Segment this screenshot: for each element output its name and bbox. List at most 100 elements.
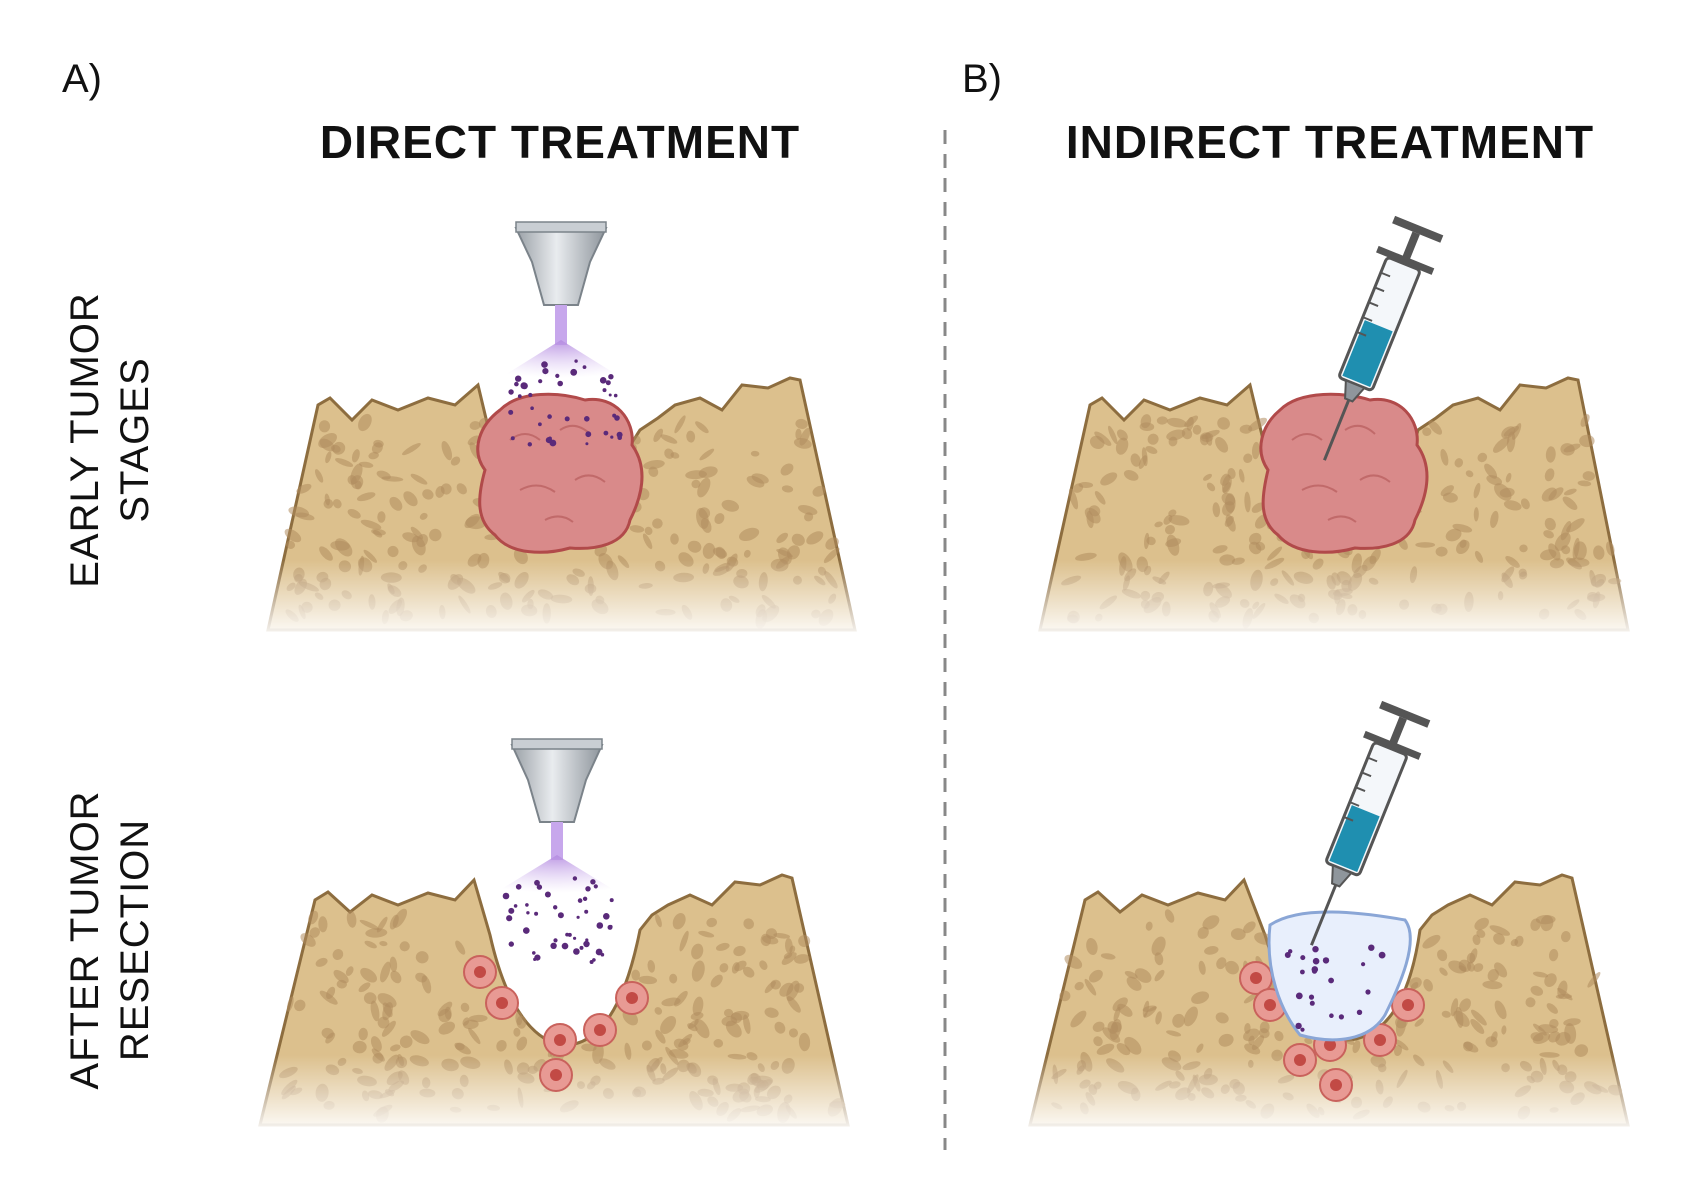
tumor-cell-nucleus <box>626 992 638 1004</box>
bone-pore <box>1472 934 1481 946</box>
bone-pore <box>1566 518 1585 533</box>
bone-pore <box>674 415 686 434</box>
bone-pore <box>1251 502 1265 513</box>
bone-pore <box>770 979 781 990</box>
particle <box>607 924 613 930</box>
particle <box>579 945 584 950</box>
particle <box>589 960 594 964</box>
bone-pore <box>373 439 384 448</box>
particle <box>577 898 583 903</box>
bone-pore <box>1535 914 1556 925</box>
bone-pore <box>679 930 689 952</box>
bone-pore <box>1142 1005 1157 1012</box>
bone-pore <box>1442 492 1458 503</box>
bone-pore <box>377 993 397 1008</box>
bone-pore <box>1064 954 1083 969</box>
syringe-needle <box>1323 399 1351 461</box>
bone-pore <box>323 498 334 509</box>
bone-pore <box>1274 1030 1284 1042</box>
bone-pore <box>1519 544 1528 553</box>
particle <box>557 380 563 387</box>
particle <box>584 416 590 422</box>
hydrogel <box>1267 910 1412 1042</box>
bone-pore <box>648 466 659 477</box>
bone-pore <box>1605 541 1615 556</box>
bone-pore <box>1168 436 1178 447</box>
bone-pore <box>699 448 715 461</box>
bone-pore <box>1455 1006 1464 1028</box>
bone-pore <box>1164 909 1175 923</box>
bone-pore <box>379 961 391 983</box>
bone-pore <box>286 996 294 1012</box>
bone-pore <box>1560 521 1572 541</box>
bone-pore <box>1437 949 1448 962</box>
bone-pore <box>1094 491 1106 505</box>
bone-pore <box>347 508 361 519</box>
bone-pore <box>1244 491 1251 513</box>
plasma-jet-device <box>495 738 619 893</box>
bone-pore <box>739 527 760 542</box>
bone-pore <box>360 967 377 983</box>
tumor-cell-nucleus <box>594 1024 606 1036</box>
bone-pore <box>1532 971 1549 978</box>
bone-pore <box>1454 458 1464 468</box>
particle <box>1328 977 1334 984</box>
plasma-plume <box>500 340 622 378</box>
particle <box>1300 969 1305 975</box>
particle <box>1311 966 1319 973</box>
bone-pore <box>1530 1032 1544 1042</box>
bone-pore <box>1533 1023 1547 1036</box>
bone-pore <box>1304 1037 1313 1045</box>
bone-pore <box>321 1027 334 1039</box>
particle <box>596 922 604 929</box>
bone-pore <box>358 982 371 993</box>
tumor-cell-nucleus <box>554 1034 566 1046</box>
bone-pore <box>438 1021 456 1035</box>
bone-pore <box>1482 980 1503 990</box>
bone-pore <box>1203 473 1212 481</box>
bone-pore <box>1117 1003 1133 1017</box>
particle <box>600 952 605 957</box>
bone-pore <box>673 1038 689 1051</box>
tumor-cell-nucleus <box>1330 1079 1342 1091</box>
bone-pore <box>1503 500 1522 511</box>
bone-pore <box>812 485 826 497</box>
bone-pore <box>794 954 810 964</box>
particle <box>534 879 540 886</box>
bone-pore <box>513 1027 521 1037</box>
particle <box>574 359 578 363</box>
bone-pore <box>429 528 442 542</box>
bone-fade <box>1030 560 1640 640</box>
bone-pore <box>1440 448 1449 466</box>
tumor-texture <box>509 424 606 523</box>
bone-pore <box>731 962 740 974</box>
plasma-nozzle <box>514 227 608 306</box>
bone-pore <box>710 974 723 988</box>
particle <box>608 393 612 397</box>
particle <box>544 891 551 898</box>
bone-pore <box>364 940 377 949</box>
syringe-fluid <box>1342 320 1393 387</box>
particle <box>605 380 611 386</box>
bone-pore <box>1563 1018 1581 1026</box>
bone-pore <box>1192 424 1202 435</box>
bone-pore <box>1450 998 1459 1017</box>
plasma-stream <box>555 305 567 345</box>
bone-pore <box>1216 957 1227 970</box>
particle <box>561 942 569 950</box>
bone-pore <box>376 470 391 480</box>
bone-pore <box>1540 549 1557 561</box>
bone-pore <box>422 489 434 500</box>
particle <box>1309 1000 1315 1006</box>
bone-pore <box>1220 473 1231 486</box>
syringe-flange <box>1376 245 1435 275</box>
particle <box>542 368 549 375</box>
bone-pore <box>713 1038 724 1048</box>
bone-pore <box>1422 934 1441 949</box>
early-tumor-row-heading: EARLY TUMOR STAGES <box>63 292 157 588</box>
bone-pore <box>706 917 718 928</box>
bone-pore <box>733 945 746 957</box>
bone-pore <box>688 1019 699 1029</box>
bone-pore <box>1109 1018 1122 1041</box>
bone-pore <box>1465 470 1474 478</box>
